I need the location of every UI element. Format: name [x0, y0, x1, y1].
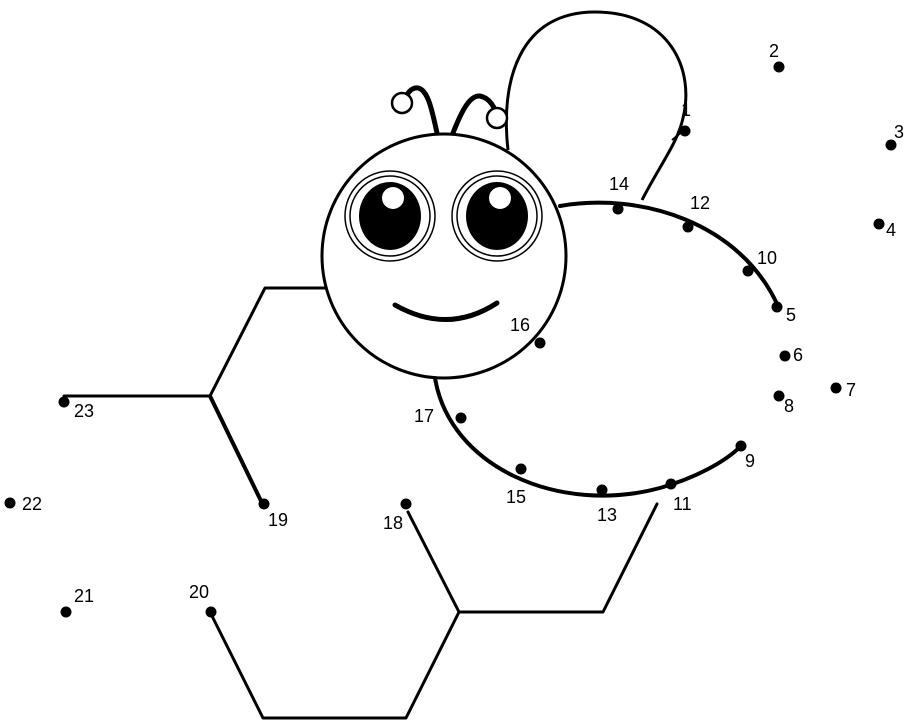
- antenna-tip-left: [390, 91, 414, 115]
- dot-number-label: 12: [690, 193, 710, 213]
- dot-14[interactable]: 14: [609, 174, 629, 215]
- dot-marker[interactable]: [735, 440, 747, 452]
- dot-2[interactable]: 2: [769, 41, 785, 73]
- dot-8[interactable]: 8: [773, 390, 795, 417]
- body-bottom-arc: [433, 376, 743, 498]
- antenna-tip-right: [485, 106, 509, 130]
- dot-marker[interactable]: [873, 218, 885, 230]
- dot-17[interactable]: 17: [414, 406, 467, 426]
- honeycomb-base-hexagon: [208, 610, 461, 720]
- dot-number-label: 16: [510, 315, 530, 335]
- dot-marker[interactable]: [60, 606, 72, 618]
- dot-marker[interactable]: [885, 139, 897, 151]
- bee-wing: [504, 10, 688, 201]
- dot-number-label: 15: [506, 487, 526, 507]
- bee-smile: [392, 300, 500, 322]
- dot-22[interactable]: 22: [4, 494, 43, 514]
- dot-marker[interactable]: [830, 382, 842, 394]
- dot-number-label: 17: [414, 406, 434, 426]
- honeycomb-stem-edge: [208, 394, 264, 505]
- dot-1[interactable]: 1: [679, 100, 692, 137]
- dot-number-label: 21: [74, 586, 94, 606]
- honeycomb-bottom-hexagon: [406, 502, 659, 614]
- dot-number-label: 14: [609, 174, 629, 194]
- dot-number-label: 22: [22, 494, 42, 514]
- dot-marker[interactable]: [682, 221, 694, 233]
- dot-marker[interactable]: [742, 265, 754, 277]
- dot-number-label: 20: [189, 582, 209, 602]
- dot-13[interactable]: 13: [596, 484, 618, 526]
- dot-number-label: 4: [886, 220, 896, 240]
- dot-6[interactable]: 6: [779, 345, 804, 365]
- bee-eye-right: [451, 170, 543, 262]
- dot-marker[interactable]: [771, 301, 783, 313]
- dot-marker[interactable]: [455, 412, 467, 424]
- dot-23[interactable]: 23: [58, 396, 95, 422]
- honeycomb-top-hexagon-edge: [62, 286, 327, 398]
- dot-marker[interactable]: [612, 203, 624, 215]
- dot-number-label: 2: [769, 41, 779, 61]
- dot-15[interactable]: 15: [506, 463, 527, 508]
- dot-marker[interactable]: [534, 337, 546, 349]
- dot-marker[interactable]: [665, 478, 677, 490]
- dot-3[interactable]: 3: [885, 122, 905, 151]
- dot-marker[interactable]: [258, 498, 270, 510]
- dot-number-label: 13: [597, 505, 617, 525]
- dot-marker[interactable]: [515, 463, 527, 475]
- dot-number-label: 9: [745, 451, 755, 471]
- dot-number-label: 19: [268, 510, 288, 530]
- dot-7[interactable]: 7: [830, 380, 857, 400]
- dot-number-label: 5: [786, 305, 796, 325]
- dot-4[interactable]: 4: [873, 218, 897, 241]
- bee-body-outline: [433, 200, 780, 498]
- dot-number-label: 1: [681, 100, 691, 120]
- dot-number-label: 3: [894, 122, 904, 142]
- honeycomb-outline: [62, 286, 659, 720]
- dot-number-label: 6: [793, 345, 803, 365]
- dot-number-label: 7: [846, 380, 856, 400]
- body-top-arc: [558, 200, 780, 308]
- dot-marker[interactable]: [679, 125, 691, 137]
- dot-marker[interactable]: [779, 350, 791, 362]
- dot-marker[interactable]: [596, 484, 608, 496]
- bee-head: [320, 132, 568, 380]
- dot-marker[interactable]: [4, 497, 16, 509]
- dot-5[interactable]: 5: [771, 301, 797, 326]
- dot-12[interactable]: 12: [682, 193, 711, 233]
- dot-number-label: 10: [757, 248, 777, 268]
- dot-10[interactable]: 10: [742, 248, 778, 277]
- bee-eye-left: [344, 170, 436, 262]
- dot-16[interactable]: 16: [510, 315, 546, 349]
- dot-19[interactable]: 19: [258, 498, 289, 531]
- dot-11[interactable]: 11: [665, 478, 692, 515]
- dot-number-label: 8: [784, 396, 794, 416]
- dot-marker[interactable]: [773, 390, 785, 402]
- bee-antennae: [400, 85, 500, 136]
- dot-9[interactable]: 9: [735, 440, 756, 472]
- dot-marker[interactable]: [400, 498, 412, 510]
- dot-21[interactable]: 21: [60, 586, 95, 618]
- dot-marker[interactable]: [205, 606, 217, 618]
- dot-20[interactable]: 20: [189, 582, 217, 618]
- dot-number-label: 11: [673, 494, 692, 514]
- dot-marker[interactable]: [773, 61, 785, 73]
- dot-18[interactable]: 18: [383, 498, 412, 534]
- dot-number-label: 18: [383, 513, 403, 533]
- dot-number-label: 23: [74, 401, 94, 421]
- dot-marker[interactable]: [58, 396, 70, 408]
